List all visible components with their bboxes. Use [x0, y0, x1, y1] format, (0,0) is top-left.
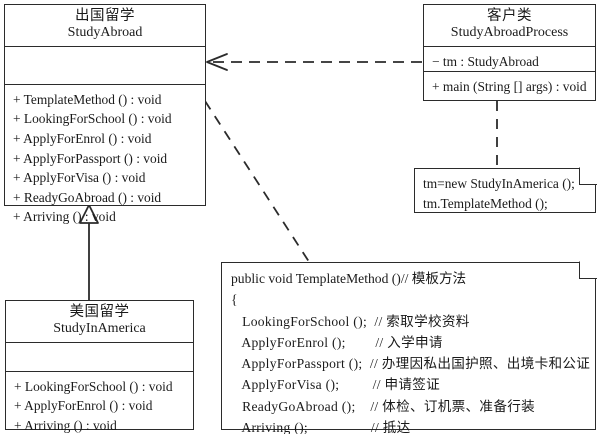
class-box-study-in-america[interactable]: 美国留学 StudyInAmerica + LookingForSchool (…: [5, 300, 194, 433]
class-name-cn: 客户类: [487, 8, 532, 24]
class-operations-study-abroad-process: + main (String [] args) : void: [424, 72, 595, 102]
class-name-en: StudyAbroadProcess: [450, 25, 569, 41]
note-box-client-code[interactable]: tm=new StudyInAmerica (); tm.TemplateMet…: [414, 165, 597, 213]
note-anchor-template-method-note: [204, 100, 314, 269]
note-content-template-method: public void TemplateMethod ()// 模板方法 { L…: [222, 263, 595, 434]
class-attributes-study-in-america: [6, 343, 193, 372]
attribute-row: − tm : StudyAbroad: [432, 53, 539, 69]
note-content-client-code: tm=new StudyInAmerica (); tm.TemplateMet…: [415, 169, 595, 217]
class-header-study-abroad-process: 客户类 StudyAbroadProcess: [424, 5, 595, 47]
operation-row: + Arriving () : void: [13, 209, 116, 225]
class-operations-study-abroad: + TemplateMethod () : void + LookingForS…: [5, 85, 205, 232]
class-name-cn: 美国留学: [69, 304, 130, 320]
code-line: public void TemplateMethod ()// 模板方法: [231, 271, 467, 286]
note-body: public void TemplateMethod ()// 模板方法 { L…: [221, 259, 597, 434]
class-box-study-abroad[interactable]: 出国留学 StudyAbroad + TemplateMethod () : v…: [4, 4, 206, 224]
code-line: ApplyForVisa (); // 申请签证: [231, 377, 441, 393]
note-fold-corner-icon: [577, 259, 597, 280]
class-box-study-abroad-process[interactable]: 客户类 StudyAbroadProcess − tm : StudyAbroa…: [423, 4, 596, 101]
operation-row: + ApplyForPassport () : void: [13, 150, 168, 166]
operation-row: + ApplyForEnrol () : void: [13, 130, 152, 146]
class-operations-study-in-america: + LookingForSchool () : void + ApplyForE…: [6, 372, 193, 434]
operation-row: + LookingForSchool () : void: [14, 378, 173, 394]
code-line: LookingForSchool (); // 索取学校资料: [231, 313, 470, 329]
note-box-template-method-code[interactable]: public void TemplateMethod ()// 模板方法 { L…: [221, 259, 597, 434]
code-line: Arriving (); // 抵达: [231, 419, 411, 434]
dependency-edge-process-to-studyabroad: [206, 53, 422, 71]
class-name-en: StudyAbroad: [67, 25, 143, 41]
operation-row: + main (String [] args) : void: [432, 79, 587, 95]
note-line: tm=new StudyInAmerica ();: [423, 176, 575, 191]
note-body: tm=new StudyInAmerica (); tm.TemplateMet…: [414, 165, 597, 213]
class-header-study-abroad: 出国留学 StudyAbroad: [5, 5, 205, 47]
operation-row: + ApplyForEnrol () : void: [14, 398, 153, 414]
operation-row: + ReadyGoAbroad () : void: [13, 189, 162, 205]
note-fold-corner-icon: [577, 165, 597, 186]
class-header-study-in-america: 美国留学 StudyInAmerica: [6, 301, 193, 343]
note-line: tm.TemplateMethod ();: [423, 195, 548, 211]
code-line: ReadyGoAbroad (); // 体检、订机票、准备行装: [231, 398, 536, 414]
class-name-en: StudyInAmerica: [53, 321, 146, 337]
class-attributes-study-abroad: [5, 47, 205, 85]
operation-row: + LookingForSchool () : void: [13, 111, 172, 127]
code-line: {: [231, 292, 238, 308]
operation-row: + ApplyForVisa () : void: [13, 170, 146, 186]
operation-row: + Arriving () : void: [14, 417, 117, 433]
code-line: ApplyForPassport (); // 办理因私出国护照、出境卡和公证: [231, 356, 591, 372]
class-attributes-study-abroad-process: − tm : StudyAbroad: [424, 47, 595, 73]
operation-row: + TemplateMethod () : void: [13, 91, 162, 107]
class-name-cn: 出国留学: [75, 8, 135, 24]
code-line: ApplyForEnrol (); // 入学申请: [231, 334, 443, 350]
